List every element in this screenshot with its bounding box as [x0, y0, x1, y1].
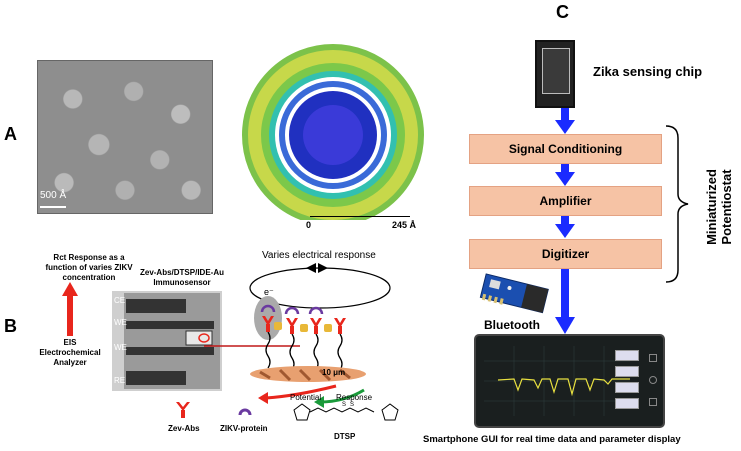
arrow-signal-to-amp	[555, 164, 575, 191]
gui-button-2[interactable]	[615, 366, 639, 377]
micrograph-scale-label: 500 Å	[40, 190, 67, 201]
amplifier-box: Amplifier	[469, 186, 662, 216]
scale-label-10um: 10 μm	[322, 368, 346, 377]
dtsp-molecule-icon: S S	[293, 402, 399, 421]
eis-line-1: EIS	[63, 338, 77, 347]
electrode-label-ce: CE	[114, 296, 126, 305]
zikv-protein-label: ZIKV-protein	[220, 424, 268, 433]
gui-button-3[interactable]	[615, 382, 639, 393]
electrode-image	[112, 291, 222, 391]
smartphone-caption: Smartphone GUI for real time data and pa…	[423, 434, 681, 445]
bracket-line-1: Miniaturized	[704, 169, 719, 245]
virus-reconstruction	[242, 44, 424, 220]
dtsp-label: DTSP	[334, 432, 356, 441]
arrow-amp-to-digitizer	[555, 216, 575, 243]
radius-axis-start: 0	[306, 220, 312, 230]
rct-line-3: concentration	[62, 273, 116, 282]
gui-signal-plot	[484, 346, 630, 416]
bracket-line-2: Potentiostat	[719, 169, 734, 245]
signal-conditioning-box: Signal Conditioning	[469, 134, 662, 164]
gui-button-4[interactable]	[615, 398, 639, 409]
potential-label: Potential	[290, 393, 322, 402]
potentiostat-bracket	[666, 125, 689, 283]
zoom-connector-line	[204, 345, 300, 347]
svg-text:S: S	[350, 402, 354, 408]
immunosensor-title: Zev-Abs/DTSP/IDE-Au Immunosensor	[112, 268, 252, 288]
sensor-line-2: Immunosensor	[153, 278, 211, 287]
up-arrow-icon	[62, 282, 78, 336]
phone-home-icon[interactable]	[649, 376, 657, 384]
panel-label-b: B	[4, 316, 17, 336]
rct-response-text: Rct Response as a function of varies ZIK…	[28, 253, 150, 283]
phone-nav-icon[interactable]	[649, 354, 657, 362]
panel-label-c: C	[556, 2, 569, 22]
bluetooth-label: Bluetooth	[484, 318, 540, 332]
electrode-label-we-2: WE	[114, 343, 127, 352]
response-label: Response	[336, 393, 373, 402]
sensor-line-1: Zev-Abs/DTSP/IDE-Au	[139, 268, 224, 277]
panel-label-a: A	[4, 124, 17, 144]
eis-line-2: Electrochemical	[39, 348, 101, 357]
svg-text:S: S	[342, 402, 346, 408]
electron-label: e⁻	[264, 287, 274, 297]
digitizer-box: Digitizer	[469, 239, 662, 269]
radius-axis-end: 245 Å	[392, 220, 417, 230]
eis-line-3: Analyzer	[53, 358, 87, 367]
micrograph-scale-bar	[40, 206, 66, 208]
varies-response-label: Varies electrical response	[262, 250, 376, 261]
eis-analyzer-text: EIS Electrochemical Analyzer	[28, 338, 112, 368]
zikv-protein-icon	[238, 408, 252, 416]
radius-axis	[310, 216, 410, 217]
rct-line-1: Rct Response as a	[53, 253, 125, 262]
chip-label: Zika sensing chip	[593, 64, 703, 79]
electrode-label-re: RE	[114, 376, 126, 385]
rct-line-2: function of varies ZIKV	[45, 263, 133, 272]
phone-back-icon[interactable]	[649, 398, 657, 406]
zev-abs-icon	[176, 402, 190, 418]
cryo-em-micrograph	[37, 60, 213, 214]
arrow-digitizer-to-phone	[555, 269, 575, 339]
miniaturized-potentiostat-label: Miniaturized Potentiostat	[700, 136, 738, 278]
electrode-label-we-1: WE	[114, 318, 127, 327]
gui-button-1[interactable]	[615, 350, 639, 361]
zev-abs-label: Zev-Abs	[168, 424, 200, 433]
bluetooth-module	[479, 273, 549, 314]
biosensor-mechanism	[249, 263, 391, 408]
smartphone-gui	[474, 334, 665, 428]
zika-sensing-chip	[535, 40, 575, 108]
